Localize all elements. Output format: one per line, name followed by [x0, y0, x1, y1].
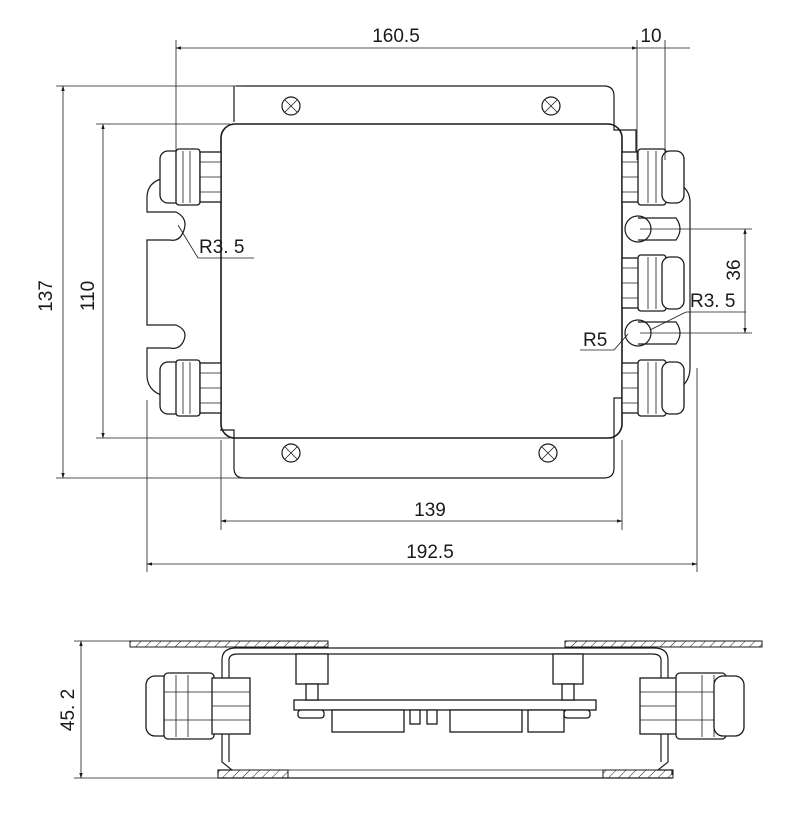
dim-label-139: 139 [414, 500, 446, 521]
standoff-right [552, 653, 584, 685]
dim-label-10: 10 [640, 26, 661, 47]
radius-label-left: R3. 5 [199, 237, 244, 258]
dimension-tab-width: 10 [637, 26, 690, 160]
standoff-left [295, 653, 329, 685]
dimension-overall-width: 160.5 [175, 26, 638, 160]
dimension-total-width: 192.5 [146, 368, 698, 572]
cable-gland-icon [621, 254, 685, 312]
enclosure-bottom-right [602, 769, 674, 779]
screw-icon [281, 443, 301, 463]
screw-icon [538, 443, 558, 463]
radius-callout-right: R3. 5 [649, 291, 746, 331]
dim-label-110: 110 [78, 281, 99, 311]
dimension-side-height: 45. 2 [58, 640, 218, 779]
radius-callout-slot: R5 [580, 330, 629, 351]
dim-label-36: 36 [724, 259, 745, 280]
screw-icon [281, 96, 301, 116]
dim-label-137: 137 [36, 280, 57, 312]
radius-label-slot: R5 [583, 330, 607, 351]
side-view: 45. 2 [58, 640, 763, 779]
dimension-inner-width: 139 [220, 440, 623, 530]
plate-top-left [129, 640, 329, 648]
mounting-plate [220, 85, 691, 479]
cable-gland-icon [639, 672, 745, 740]
enclosure-lid [220, 123, 623, 439]
cable-gland-icon [621, 148, 685, 206]
enclosure-bottom-left [217, 769, 289, 779]
dimension-slot-spacing: 36 [640, 228, 752, 334]
plate-top-right [564, 640, 763, 648]
dim-label-45-2: 45. 2 [58, 689, 79, 731]
left-plate-edge [146, 176, 186, 399]
dim-label-160-5: 160.5 [372, 26, 420, 47]
screw-icon [541, 96, 561, 116]
cable-gland-icon [145, 672, 251, 740]
cable-gland-icon [159, 148, 222, 206]
top-view: 160.5 10 137 110 36 [36, 26, 752, 572]
dimension-overall-height: 137 [36, 85, 244, 479]
radius-label-right: R3. 5 [690, 291, 735, 312]
enclosure-section [217, 647, 673, 775]
cable-gland-icon [621, 359, 685, 417]
pcb-board [293, 699, 597, 711]
cable-gland-icon [159, 359, 222, 417]
dimension-inner-height: 110 [78, 123, 230, 439]
dim-label-192-5: 192.5 [406, 542, 454, 563]
radius-callout-left: R3. 5 [177, 224, 254, 259]
